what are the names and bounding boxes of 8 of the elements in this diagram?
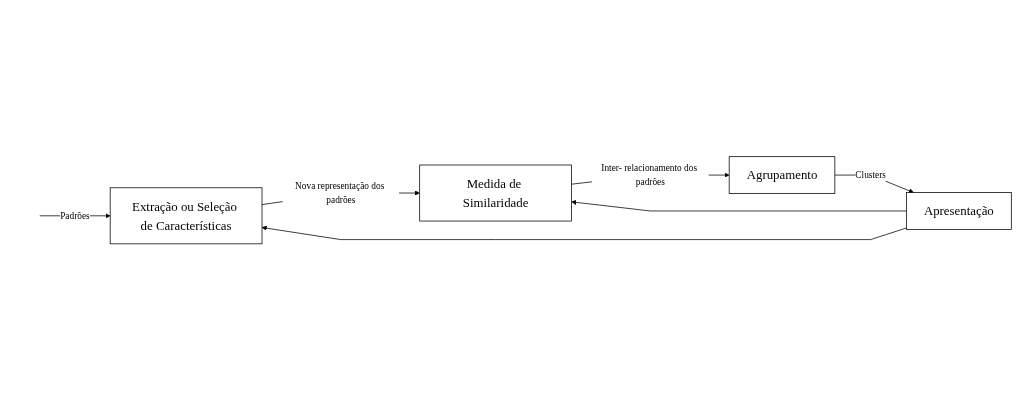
edge-label: Padrões [60,210,90,221]
node-box: Agrupamento [728,156,836,195]
node-box: Apresentação [906,192,1012,230]
node-box: Medida de Similaridade [419,164,572,222]
edge-label: Inter- relacionamento dos padrões [601,163,698,187]
node-box: Extração ou Seleção de Características [109,187,263,245]
edge-label: Nova representação dos padrões [295,181,385,205]
edge-label: Clusters [855,170,886,180]
